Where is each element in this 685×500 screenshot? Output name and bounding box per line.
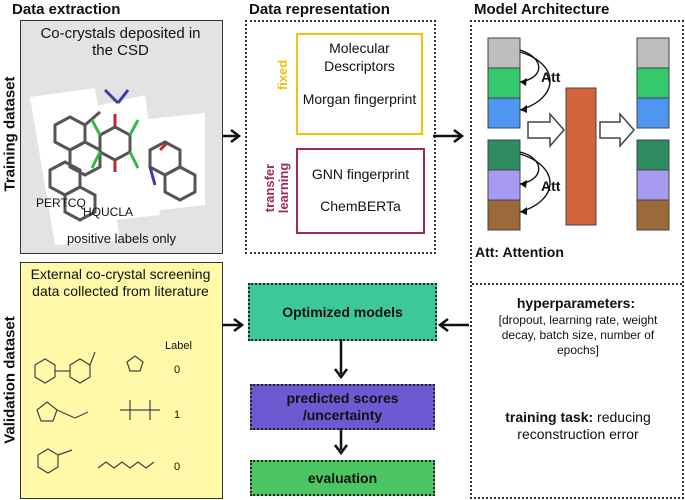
morgan-fingerprint-item: Morgan fingerprint [302, 91, 417, 107]
hyperparameters-list: [dropout, learning rate, weight decay, b… [498, 313, 658, 357]
diclofenac-ring-2-icon [69, 358, 91, 384]
input-token-brown [487, 199, 521, 231]
architecture-divider [472, 283, 682, 285]
pertcq-code: PERTCQ [36, 196, 86, 210]
optimized-models-box: Optimized models [248, 283, 437, 341]
validation-panel-title: External co-crystal screening data colle… [30, 266, 211, 299]
data-representation-title: Data representation [249, 1, 390, 18]
validation-panel [20, 262, 223, 499]
label-value-row-1: 0 [174, 364, 181, 376]
model-architecture-title: Model Architecture [474, 1, 610, 18]
att-label-2: Att [541, 178, 561, 194]
label-value-row-2: 1 [174, 409, 181, 421]
pyrazole-icon [126, 355, 144, 372]
data-extraction-title: Data extraction [12, 1, 121, 18]
fixed-box [296, 33, 423, 135]
gnn-fingerprint-item: GNN fingerprint [311, 166, 410, 182]
hollow-arrow-left-icon [527, 112, 565, 148]
predicted-scores-text: predicted scores /uncertainty [286, 390, 399, 423]
attention-legend: Att: Attention [475, 244, 564, 260]
evaluation-box: evaluation [250, 460, 435, 496]
predicted-scores-box: predicted scores /uncertainty [250, 384, 435, 430]
training-task-description: reducing reconstruction error [517, 409, 651, 442]
training-task-label: training task: [505, 409, 594, 425]
encoder-block [565, 87, 597, 226]
output-token-blue [636, 97, 670, 129]
chemberta-item: ChemBERTa [320, 198, 401, 214]
evaluation-text: evaluation [307, 469, 378, 486]
output-token-lavender [636, 169, 670, 201]
model-architecture-box [470, 20, 684, 499]
input-token-grey [487, 37, 521, 69]
nitrogen-fragment-icon [103, 88, 130, 105]
hollow-arrow-right-icon [599, 112, 635, 148]
hyperparameters-title: hyperparameters: [516, 295, 636, 311]
molecular-descriptors-item: Molecular Descriptors [324, 40, 395, 74]
piracetam-ring-icon [36, 401, 58, 422]
label-column-header: Label [165, 340, 192, 352]
fatty-acid-chain-icon [97, 461, 155, 469]
input-token-blue [487, 97, 521, 129]
hqucla-code: HQUCLA [83, 205, 134, 219]
att-label-1: Att [541, 69, 561, 85]
optimized-models-text: Optimized models [282, 303, 403, 320]
output-token-dark-green [636, 139, 670, 171]
training-panel-footer: positive labels only [66, 231, 177, 246]
output-token-brown [636, 199, 670, 231]
diclofenac-ring-1-icon [34, 358, 56, 384]
training-panel-title: Co-crystals deposited in the CSD [40, 25, 201, 59]
label-value-row-3: 0 [174, 461, 181, 473]
transfer-box [296, 148, 425, 234]
training-task: training task: reducing reconstruction e… [484, 409, 672, 443]
pertcq-molecule-icon [48, 110, 102, 222]
output-token-green [636, 67, 670, 99]
pyrazinamide-icon [37, 448, 59, 474]
